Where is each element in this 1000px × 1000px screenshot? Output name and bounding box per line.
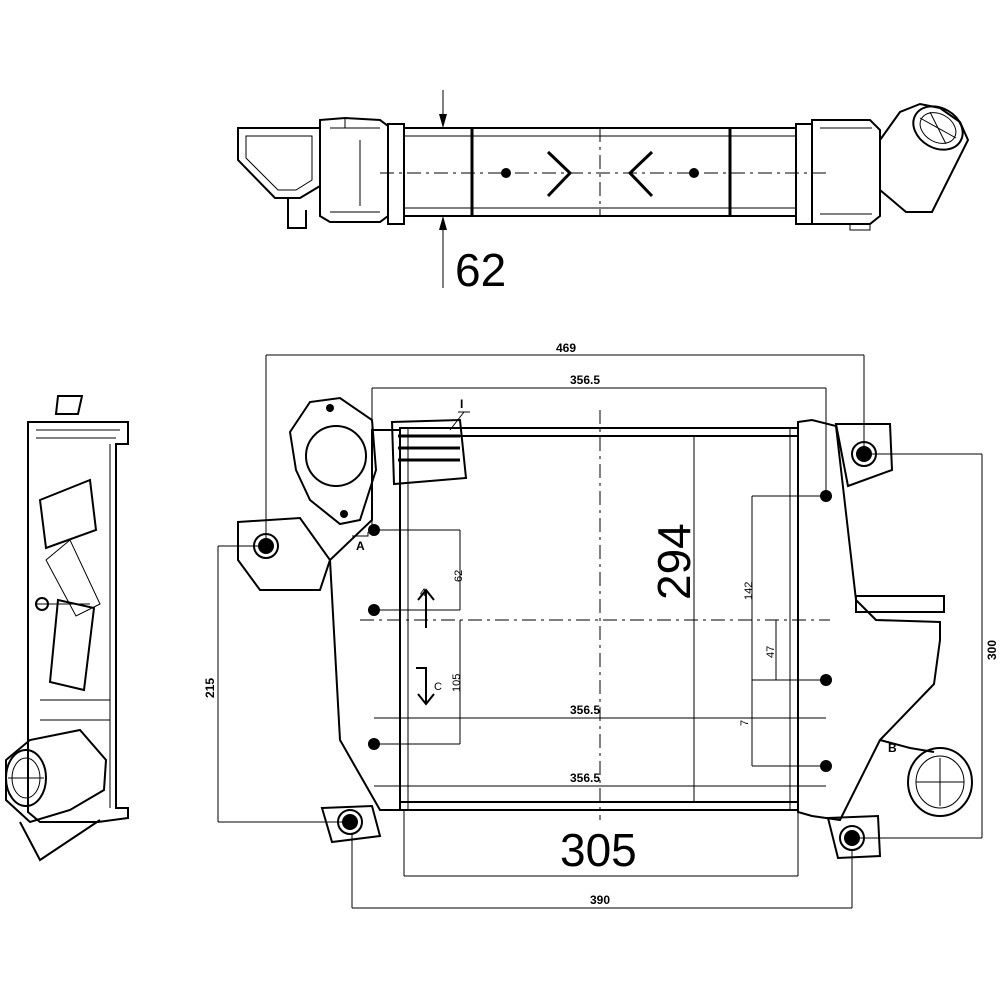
dim-142: 142 (743, 582, 755, 600)
dim-469: 469 (556, 341, 576, 355)
marker-view-A: A (356, 539, 365, 553)
dim-300: 300 (985, 640, 999, 660)
marker-view-B: B (888, 741, 897, 755)
dim-356-5-mid: 356.5 (570, 703, 600, 717)
dim-294: 294 (648, 523, 700, 600)
dim-47: 47 (765, 646, 777, 658)
dim-62-small: 62 (453, 570, 465, 582)
marker-detail-I: I (460, 397, 463, 411)
marker-ref-4: 4 (420, 587, 426, 599)
dim-356-5-top: 356.5 (570, 373, 600, 387)
front-view: I B 469 356.5 (203, 341, 999, 909)
dim-62-top: 62 (455, 244, 506, 296)
side-view (5, 395, 129, 862)
dim-356-5-bottom: 356.5 (570, 771, 600, 785)
dim-215: 215 (203, 678, 217, 698)
dim-105: 105 (451, 674, 463, 692)
dim-390: 390 (590, 893, 610, 907)
dim-305: 305 (560, 824, 637, 876)
marker-section-C: C (434, 681, 442, 693)
dim-7: 7 (739, 720, 751, 726)
top-view: 62 (237, 90, 970, 296)
